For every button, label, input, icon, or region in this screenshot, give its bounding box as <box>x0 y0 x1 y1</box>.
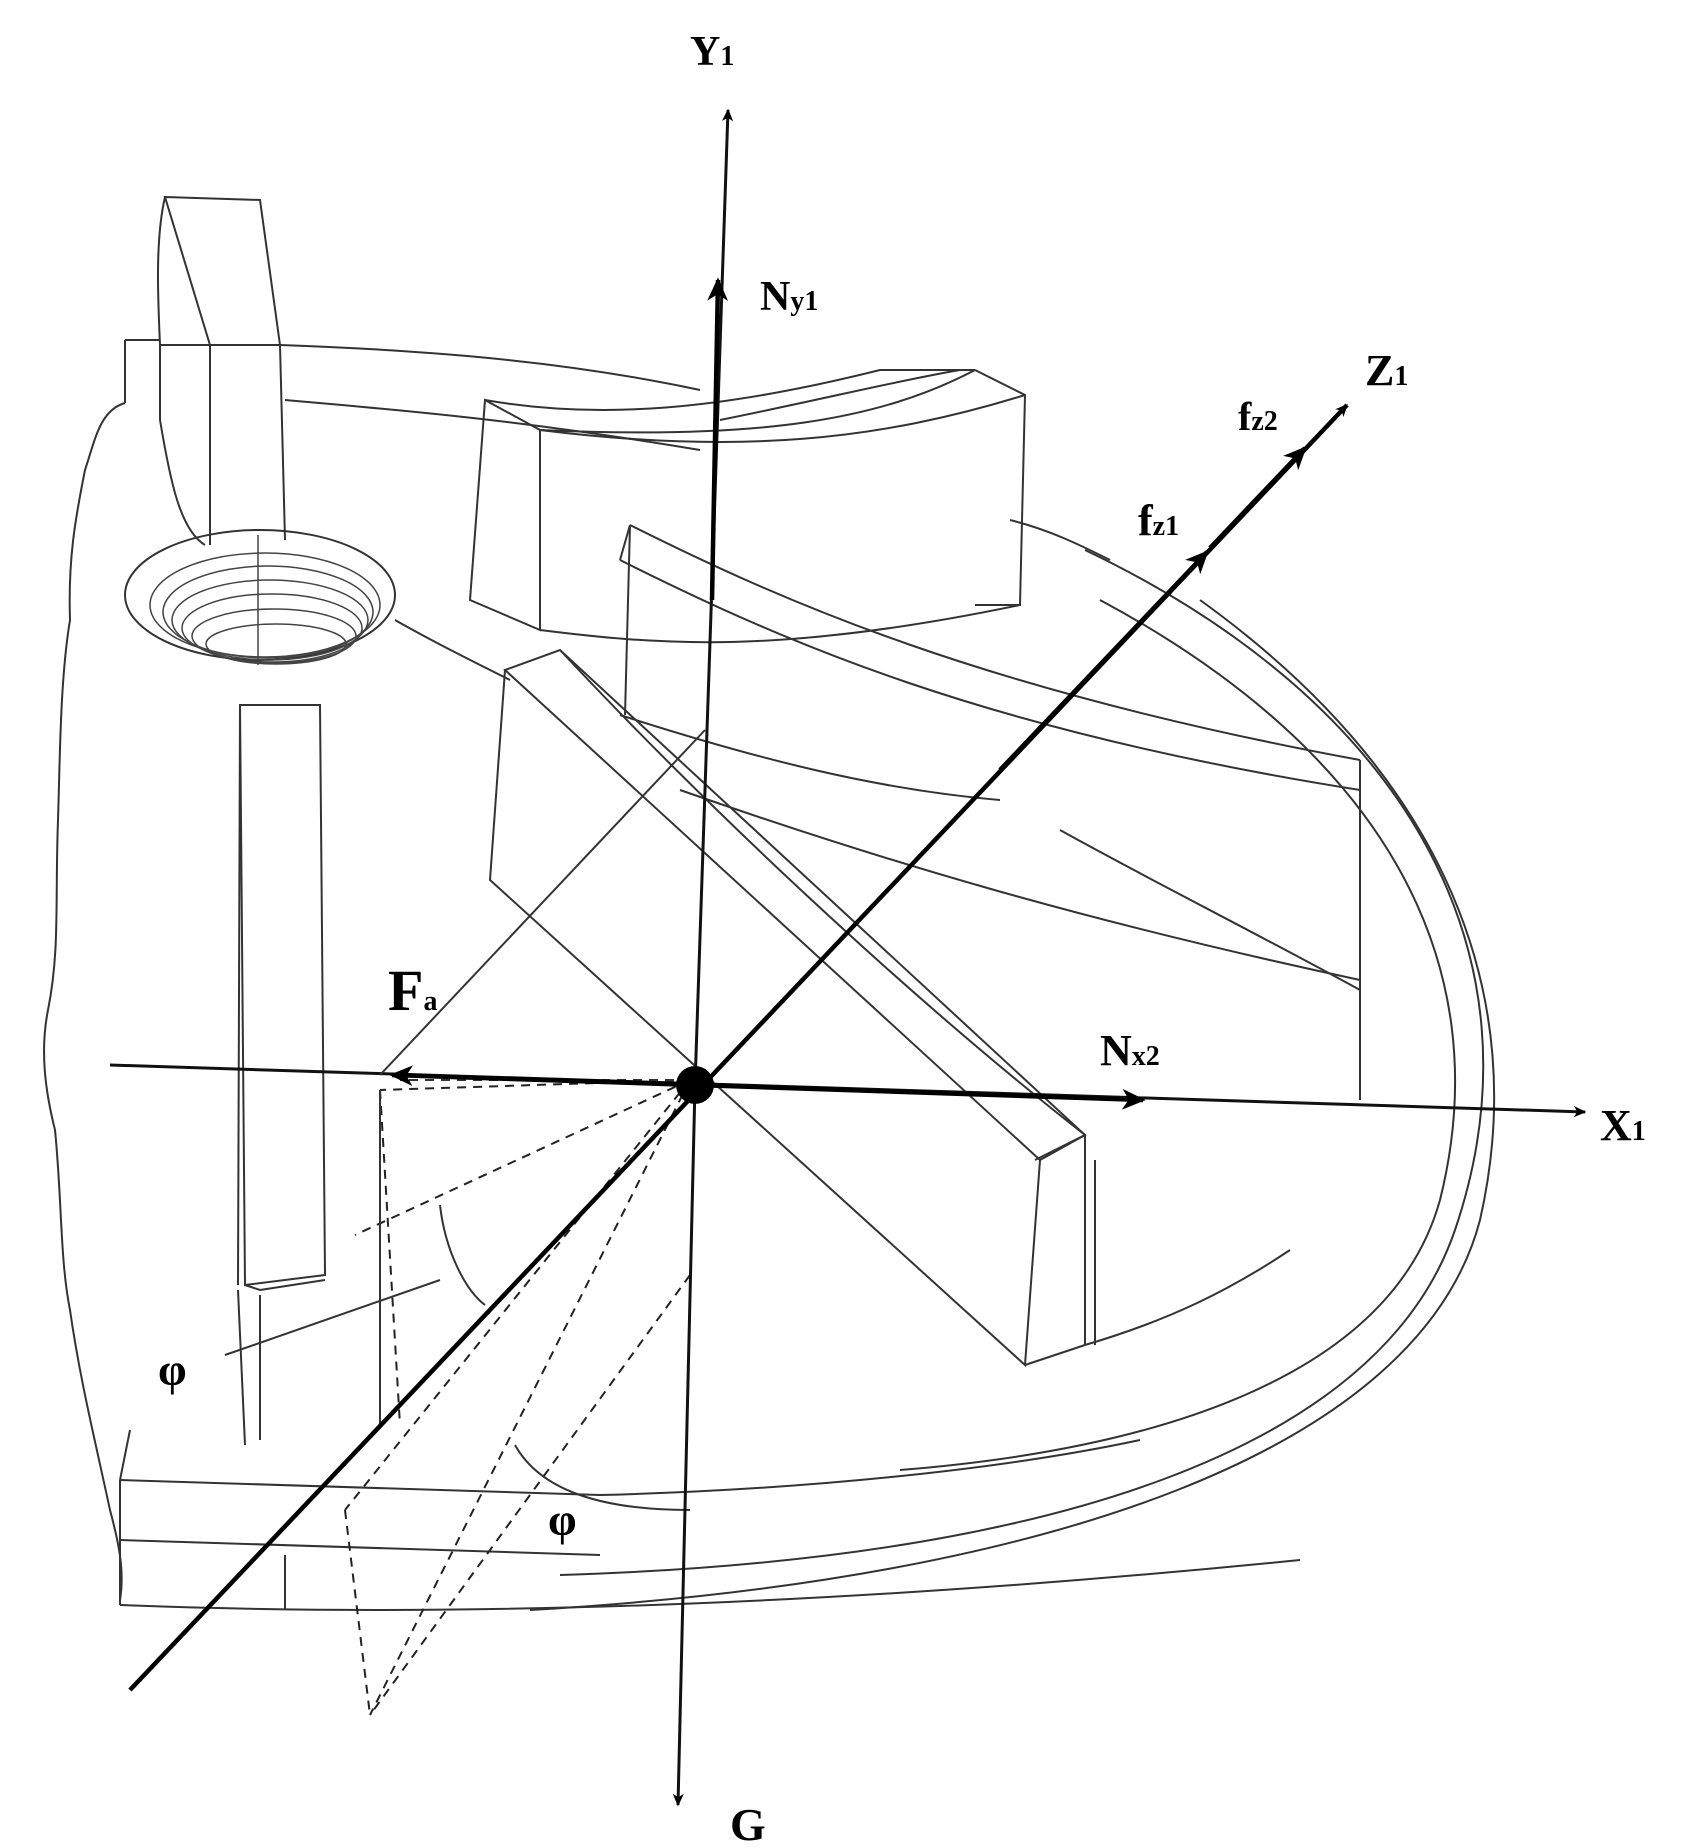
fz1-arrow <box>998 550 1209 772</box>
angle-arcs <box>224 1204 691 1511</box>
threaded-hole <box>124 529 396 665</box>
label-g: G <box>730 1799 766 1848</box>
label-phi-bottom: φ <box>548 1494 577 1545</box>
label-y1: Y1 <box>690 29 734 75</box>
label-fz1: fz1 <box>1138 496 1179 545</box>
fa-arrow <box>389 1065 696 1088</box>
fz2-arrow <box>1208 446 1307 550</box>
curved-vane <box>619 524 1361 1100</box>
ny1-arrow <box>707 277 729 601</box>
housing-drawing <box>43 195 1496 1611</box>
construction-lines <box>344 1079 691 1716</box>
label-phi-left: φ <box>158 1344 187 1395</box>
labels: Y1 Ny1 Z1 fz2 fz1 Fa Nx2 X1 φ φ G <box>158 29 1646 1848</box>
label-ny1: Ny1 <box>760 274 818 320</box>
origin-point <box>676 1066 714 1104</box>
label-fa: Fa <box>388 958 437 1023</box>
axes <box>109 108 1587 1807</box>
label-z1: Z1 <box>1365 346 1408 395</box>
label-fz2: fz2 <box>1238 394 1278 439</box>
slanted-vane <box>488 648 1087 1368</box>
g-axis <box>672 1084 697 1807</box>
vane-block-back <box>468 369 1027 644</box>
label-nx2: Nx2 <box>1100 1026 1160 1075</box>
nx2-arrow <box>694 1082 1146 1110</box>
label-x1: X1 <box>1600 1101 1646 1150</box>
